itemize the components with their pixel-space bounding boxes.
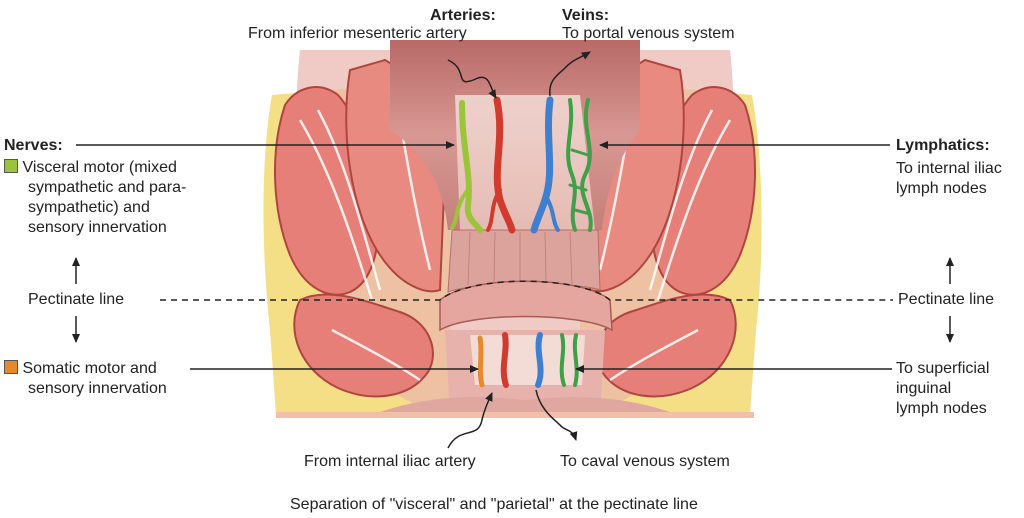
somatic-nerve-lower	[477, 335, 485, 388]
lymph-lower-line-2: inguinal	[896, 380, 952, 397]
visceral-line-1: Visceral motor (mixed	[22, 159, 177, 176]
lower-vessels	[477, 332, 579, 388]
somatic-line-2: sensory innervation	[28, 380, 167, 397]
vein-lower	[535, 332, 544, 388]
visceral-line-2: sympathetic and para-	[28, 179, 187, 196]
anal-lumen-lower	[470, 335, 585, 385]
arteries-lower-source: From internal iliac artery	[304, 453, 476, 470]
lymphatics-upper-label: To internal iliac lymph nodes	[896, 159, 1002, 199]
visceral-nerve-swatch	[4, 159, 18, 173]
nerves-title: Nerves:	[4, 137, 63, 154]
visceral-nerve-upper	[459, 100, 483, 233]
figure-caption: Separation of "visceral" and "parietal" …	[290, 496, 698, 513]
somatic-line-1: Somatic motor and	[22, 360, 157, 377]
pectinate-label-right: Pectinate line	[898, 291, 995, 308]
visceral-nerve-label: Visceral motor (mixed sympathetic and pa…	[4, 158, 186, 238]
lymph-upper-1	[566, 98, 577, 232]
veins-upper-destination: To portal venous system	[562, 25, 735, 42]
veins-lower-destination: To caval venous system	[560, 453, 730, 470]
pectinate-label-left: Pectinate line	[28, 291, 125, 308]
lymphatics-lower-label: To superficial inguinal lymph nodes	[896, 359, 989, 419]
arteries-upper-source: From inferior mesenteric artery	[248, 25, 467, 42]
pectinate-line	[160, 280, 893, 301]
visceral-line-3: sympathetic) and	[28, 199, 150, 216]
somatic-nerve-label: Somatic motor and sensory innervation	[4, 359, 167, 399]
rectal-lumen-upper	[455, 95, 595, 230]
arteries-title: Arteries:	[430, 7, 496, 24]
upper-vessels	[450, 96, 593, 234]
lymph-lower-1	[559, 333, 566, 387]
lymph-upper-line-2: lymph nodes	[896, 180, 987, 197]
visceral-line-4: sensory innervation	[28, 219, 167, 236]
veins-upper-pointer	[549, 51, 591, 97]
lymphatics-title: Lymphatics:	[896, 137, 990, 154]
artery-upper	[493, 96, 516, 234]
somatic-nerve-swatch	[4, 360, 18, 374]
lymph-lower-line-1: To superficial	[896, 360, 990, 377]
lymph-lower-line-3: lymph nodes	[896, 400, 987, 417]
arteries-lower-pointer	[447, 392, 493, 449]
lymph-upper-line-1: To internal iliac	[896, 160, 1002, 177]
arteries-upper-pointer	[447, 59, 497, 99]
veins-lower-pointer	[535, 389, 578, 441]
lymph-lower-2	[572, 333, 579, 387]
artery-lower	[500, 332, 509, 388]
veins-title: Veins:	[562, 7, 610, 24]
muscle-fascia-lines	[298, 89, 732, 382]
perianal-skin	[276, 412, 754, 418]
